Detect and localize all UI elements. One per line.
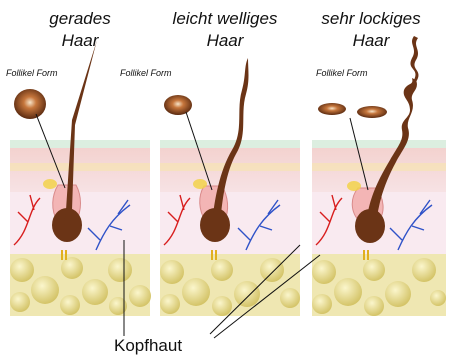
sebaceous-gland [193, 179, 207, 189]
sebaceous-gland [43, 179, 57, 189]
follicle-cross-section [14, 89, 46, 119]
sebaceous-gland [347, 181, 361, 191]
caption-kopfhaut: Kopfhaut [114, 336, 182, 356]
skin-band [312, 163, 446, 171]
panel-curly [312, 36, 446, 316]
panel-straight [10, 40, 151, 316]
skin-band [10, 163, 150, 171]
follicle-cross-section [164, 95, 192, 115]
hair-curl-tip [410, 36, 418, 82]
panel-wavy [160, 58, 300, 316]
follicle-cross-section [318, 103, 346, 115]
follicle-cross-section-2 [357, 106, 387, 118]
